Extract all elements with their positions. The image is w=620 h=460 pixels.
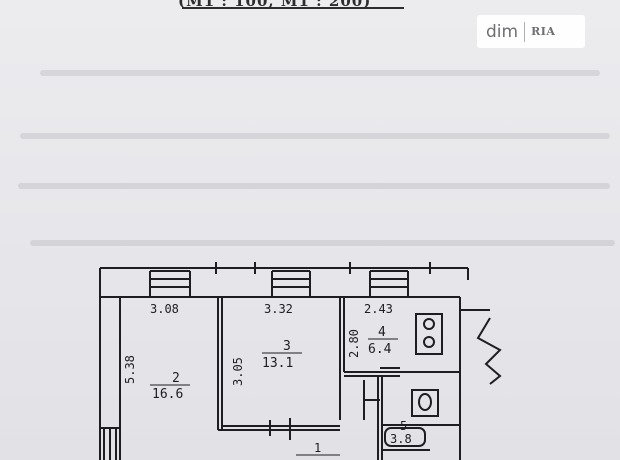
room2-length: 5.38 bbox=[123, 355, 137, 384]
room2-width: 3.08 bbox=[150, 302, 179, 316]
scale-underline bbox=[182, 7, 404, 9]
bathtub bbox=[384, 427, 426, 447]
faded-text-line bbox=[40, 70, 600, 76]
room1-number: 1 bbox=[314, 441, 321, 455]
room4-number: 4 bbox=[378, 325, 386, 340]
room5-area: 3.8 bbox=[390, 432, 412, 446]
room3-number: 3 bbox=[283, 339, 291, 354]
faded-text-line bbox=[20, 133, 610, 139]
watermark-logo: dim RIA bbox=[477, 15, 585, 48]
watermark-separator bbox=[524, 21, 526, 42]
room5-number: 5 bbox=[400, 419, 407, 433]
room4-width: 2.43 bbox=[364, 302, 393, 316]
toilet bbox=[411, 389, 439, 417]
window-right bbox=[369, 270, 409, 297]
room4-area: 6.4 bbox=[368, 342, 392, 357]
stove bbox=[415, 313, 443, 355]
faded-text-line bbox=[30, 240, 615, 246]
watermark-sub: RIA bbox=[531, 25, 556, 38]
window-middle bbox=[271, 270, 311, 297]
room4-length: 2.80 bbox=[347, 329, 361, 358]
scale-title: (М1 : 100, М1 : 200) bbox=[178, 0, 372, 10]
zigzag-break bbox=[476, 317, 502, 385]
room3-length: 3.05 bbox=[231, 357, 245, 386]
window-left bbox=[149, 270, 191, 297]
faded-text-line bbox=[18, 183, 610, 189]
watermark-brand: dim bbox=[486, 21, 519, 42]
room3-area: 13.1 bbox=[262, 356, 293, 371]
room2-number: 2 bbox=[172, 371, 180, 386]
room2-area: 16.6 bbox=[152, 387, 183, 402]
room3-width: 3.32 bbox=[264, 302, 293, 316]
